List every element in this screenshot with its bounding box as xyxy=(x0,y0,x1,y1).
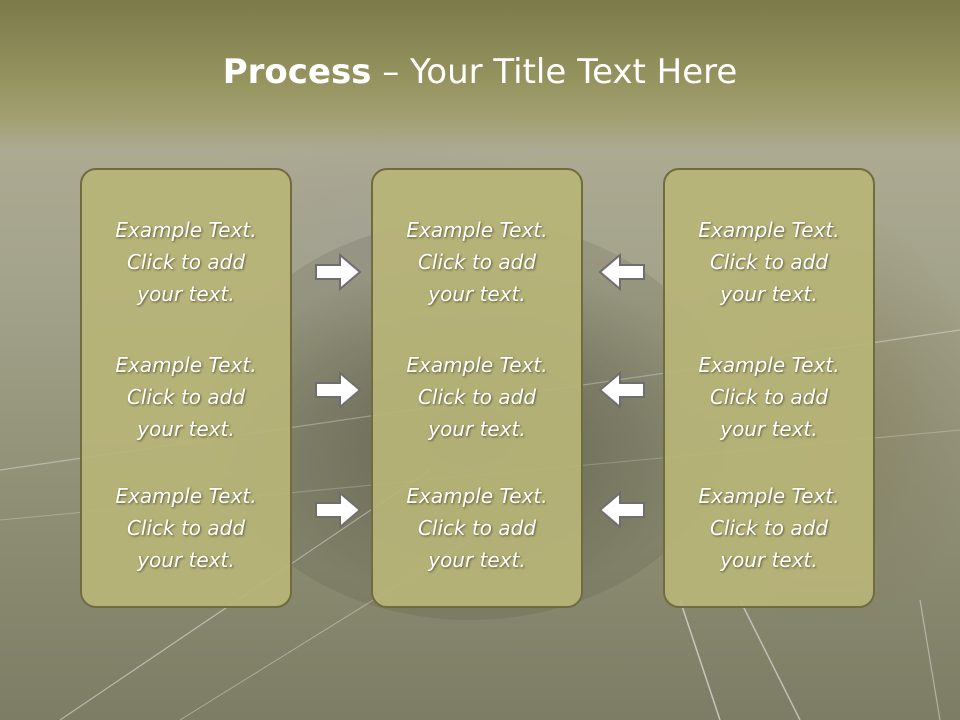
placeholder-text[interactable]: Example Text. Click to add your text. xyxy=(698,484,840,572)
center-process-box[interactable]: Example Text. Click to add your text. Ex… xyxy=(371,168,583,608)
title-band xyxy=(0,0,960,150)
title-bold-part: Process xyxy=(222,52,372,92)
left-arrow-icon[interactable] xyxy=(598,370,646,410)
right-process-box[interactable]: Example Text. Click to add your text. Ex… xyxy=(663,168,875,608)
placeholder-text[interactable]: Example Text. Click to add your text. xyxy=(406,353,548,441)
right-arrow-icon[interactable] xyxy=(314,370,362,410)
placeholder-text[interactable]: Example Text. Click to add your text. xyxy=(115,484,257,572)
placeholder-text[interactable]: Example Text. Click to add your text. xyxy=(698,353,840,441)
left-arrow-icon[interactable] xyxy=(598,252,646,292)
placeholder-text[interactable]: Example Text. Click to add your text. xyxy=(406,484,548,572)
left-process-box[interactable]: Example Text. Click to add your text. Ex… xyxy=(80,168,292,608)
placeholder-text[interactable]: Example Text. Click to add your text. xyxy=(115,353,257,441)
left-arrow-icon[interactable] xyxy=(598,490,646,530)
title-rest-part: – Your Title Text Here xyxy=(371,52,738,92)
right-arrow-icon[interactable] xyxy=(314,252,362,292)
placeholder-text[interactable]: Example Text. Click to add your text. xyxy=(698,218,840,306)
placeholder-text[interactable]: Example Text. Click to add your text. xyxy=(115,218,257,306)
right-arrow-icon[interactable] xyxy=(314,490,362,530)
slide-title[interactable]: Process – Your Title Text Here xyxy=(0,52,960,92)
placeholder-text[interactable]: Example Text. Click to add your text. xyxy=(406,218,548,306)
